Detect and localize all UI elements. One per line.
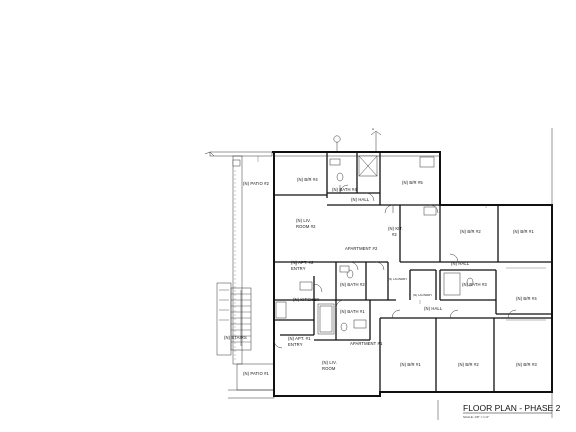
room-label-bath-4: (N) BATH #4	[332, 187, 357, 192]
room-label-bath-1: (N) BATH #1	[340, 309, 365, 314]
interior-walls	[274, 152, 552, 392]
room-label-laundry-right: (N) LAUNDRY	[413, 293, 432, 297]
section-marker-label: A	[372, 127, 374, 131]
stairs-flight	[216, 282, 252, 356]
door-swings	[273, 184, 517, 349]
title-block: FLOOR PLAN - PHASE 2 SCALE: 1/8" = 1'-0"	[437, 400, 561, 420]
room-label-apartment-1: APARTMENT #1	[350, 341, 383, 346]
room-label-stairs: (N) STAIRS	[224, 335, 247, 340]
room-label-apt1-entry-line2: ENTRY	[288, 342, 303, 347]
room-label-patio-1: (N) PATIO #1	[243, 371, 270, 376]
exterior-walkway	[204, 151, 275, 399]
room-label-br-2-top: (N) B/R #2	[460, 229, 481, 234]
room-label-br-1-bottom: (N) B/R #1	[400, 362, 421, 367]
room-label-br-3-bottom: (N) B/R #3	[516, 362, 537, 367]
room-label-bath-3: (N) BATH #3	[462, 282, 487, 287]
room-label-hall-top: (N) HALL	[351, 197, 370, 202]
section-marker: A	[333, 127, 382, 153]
room-label-apt2-entry-line2: ENTRY	[291, 266, 306, 271]
room-label-apt1-entry-line1: (N) APT. #1	[288, 336, 311, 341]
dimension-ticks	[257, 156, 546, 321]
room-label-hall-mid: (N) HALL	[451, 261, 470, 266]
room-label-br-44: (N) B/R #4	[297, 177, 318, 182]
room-label-liv-room-2-line2: ROOM #2	[296, 224, 316, 229]
room-label-laundry-left: (N) LAUNDRY	[388, 277, 407, 281]
room-label-kitchen: (N) KITCHEN	[293, 297, 319, 302]
room-label-kit-2-line2: #2	[392, 232, 397, 237]
drawing-scale: SCALE: 1/8" = 1'-0"	[463, 415, 489, 419]
room-label-br-4-right: (N) B/R #4	[516, 296, 537, 301]
room-label-br-1-top: (N) B/R #1	[513, 229, 534, 234]
room-labels: (N) B/R #4 (N) PATIO #2 (N) BATH #4 (N) …	[224, 177, 537, 376]
drawing-title: FLOOR PLAN - PHASE 2	[463, 403, 561, 413]
room-label-liv-room-1-line2: ROOM	[322, 366, 336, 371]
room-label-liv-room-2-line1: (N) LIV.	[296, 218, 311, 223]
room-label-br-45: (N) B/R #5	[402, 180, 423, 185]
room-label-bath-2: (N) BATH #2	[340, 282, 365, 287]
room-label-br-2-bottom: (N) B/R #2	[458, 362, 479, 367]
exterior-walls	[272, 151, 553, 397]
room-label-apt2-entry-line1: (N) APT. #2	[291, 260, 314, 265]
room-label-hall-lower: (N) HALL	[424, 306, 443, 311]
plumbing-fixtures	[275, 155, 474, 335]
room-label-liv-room-1-line1: (N) LIV.	[322, 360, 337, 365]
room-label-apartment-2: APARTMENT #2	[345, 246, 378, 251]
room-label-patio-2: (N) PATIO #2	[243, 181, 270, 186]
room-label-kit-2-line1: (N) KIT.	[388, 226, 403, 231]
